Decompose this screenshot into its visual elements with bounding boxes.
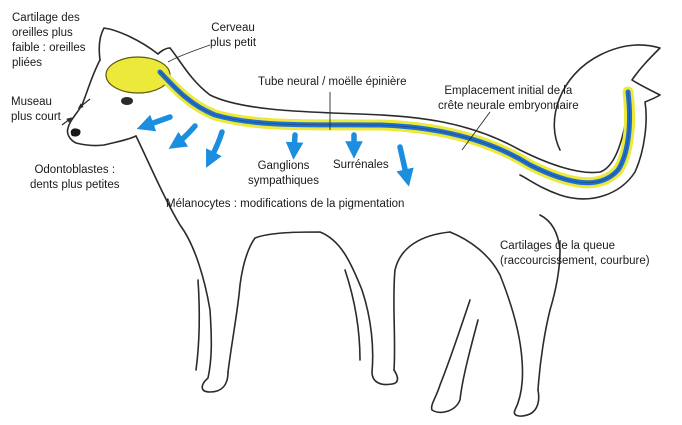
tail-outline [519,44,661,200]
label-adrenals: Surrénales [333,159,389,171]
head-outline [66,59,137,147]
label-odontoblasts: Odontoblastes : dents plus petites [30,164,120,191]
label-neural-crest: Emplacement initial de la crête neurale … [438,85,579,112]
migration-arrows [136,114,414,187]
neural-tube-band [154,66,635,189]
label-muzzle: Museau plus court [11,96,61,123]
rear-leg-outline [537,214,561,391]
ear-outline [98,27,171,61]
fox-outline [66,27,661,417]
label-ear-cartilage: Cartilage des oreilles plus faible : ore… [12,12,86,69]
front-leg-inner [195,279,201,371]
leader-lines [167,44,491,151]
label-brain: Cerveau plus petit [210,22,257,49]
rear-leg-inner [430,299,479,414]
curved-arrow-icon [168,123,198,149]
chest-outline [135,135,229,393]
back-outline [169,47,626,174]
hind-leg-outline [449,231,540,417]
left-arrow-icon [136,114,173,132]
label-melanocytes: Mélanocytes : modifications de la pigmen… [166,198,405,210]
label-tail-cartilage: Cartilages de la queue (raccourcissement… [500,240,650,267]
eye [121,97,133,105]
label-neural-tube: Tube neural / moëlle épinière [258,76,407,88]
belly-outline [393,231,451,371]
nose [70,128,81,137]
pointer-arrow-icon [61,98,91,126]
back-leg-inner [344,269,361,361]
down-arrow-icon [396,144,414,187]
down-arrow-icon [285,132,304,160]
front-leg-outline [227,231,399,386]
curved-arrow-icon [206,129,225,168]
label-ganglia: Ganglions sympathiques [248,160,319,187]
